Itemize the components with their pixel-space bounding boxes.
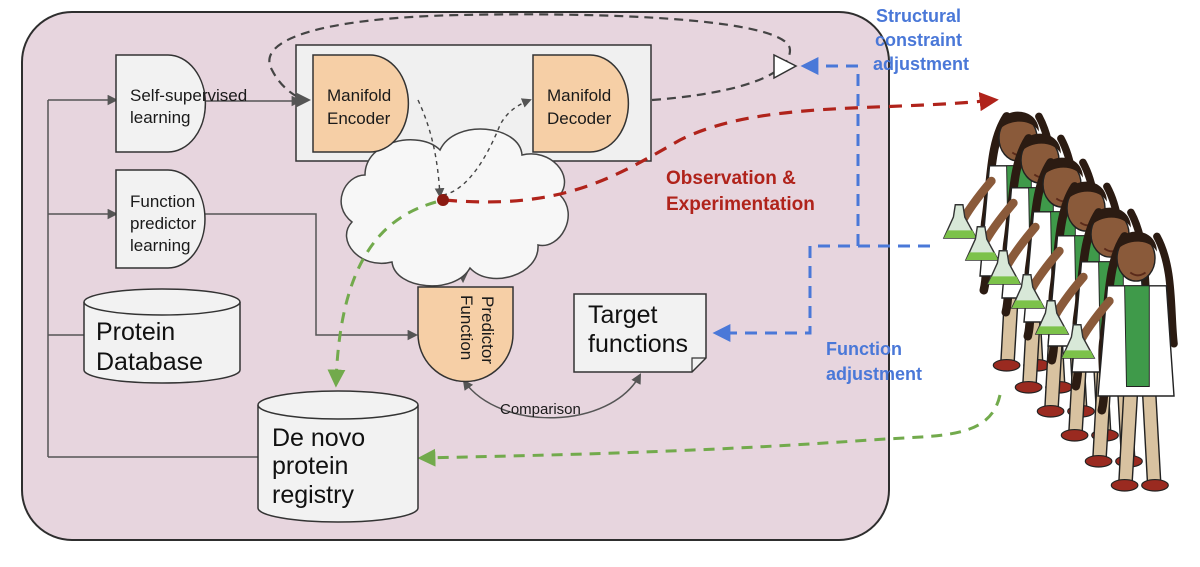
structural-constraint-arrow	[712, 57, 930, 342]
observation-label: Observation & Experimentation	[666, 168, 815, 215]
target-functions-label: Target functions	[588, 301, 688, 358]
latent-arrows	[417, 98, 532, 198]
self-supervised-label: Self-supervised learning	[130, 86, 252, 127]
manifold-decoder-label: Manifold Decoder	[547, 86, 616, 128]
structural-constraint-label: Structural constraint adjustment	[873, 6, 969, 74]
comparison-label: Comparison	[500, 401, 581, 418]
function-adjustment-label: Function adjustment	[826, 339, 922, 384]
latent-point	[437, 194, 449, 206]
target-functions-node	[573, 293, 707, 373]
triangle-icon	[773, 53, 798, 80]
self-supervised-node	[115, 54, 207, 153]
manifold-encoder-label: Manifold Encoder	[327, 86, 396, 128]
protein-database-label: Protein Database	[96, 318, 203, 376]
data-bus	[47, 94, 258, 458]
scientist-icon	[944, 112, 1174, 491]
function-predictor-label: Function Predictor	[457, 295, 497, 365]
function-predictor-node	[417, 286, 514, 383]
function-predictor-learning-node	[115, 169, 206, 269]
manifold-encoder-node	[312, 54, 410, 153]
registry-node	[257, 390, 419, 523]
function-predictor-learning-label: Function predictor learning	[130, 192, 201, 255]
manifold-decoder-node	[532, 54, 630, 153]
target-functions-fold	[691, 357, 706, 372]
registry-arrows	[327, 200, 1002, 467]
observation-arrow	[443, 92, 999, 204]
cloud-icon	[340, 128, 569, 287]
registry-label: De novo protein registry	[272, 424, 372, 509]
protein-database-node	[83, 288, 241, 384]
